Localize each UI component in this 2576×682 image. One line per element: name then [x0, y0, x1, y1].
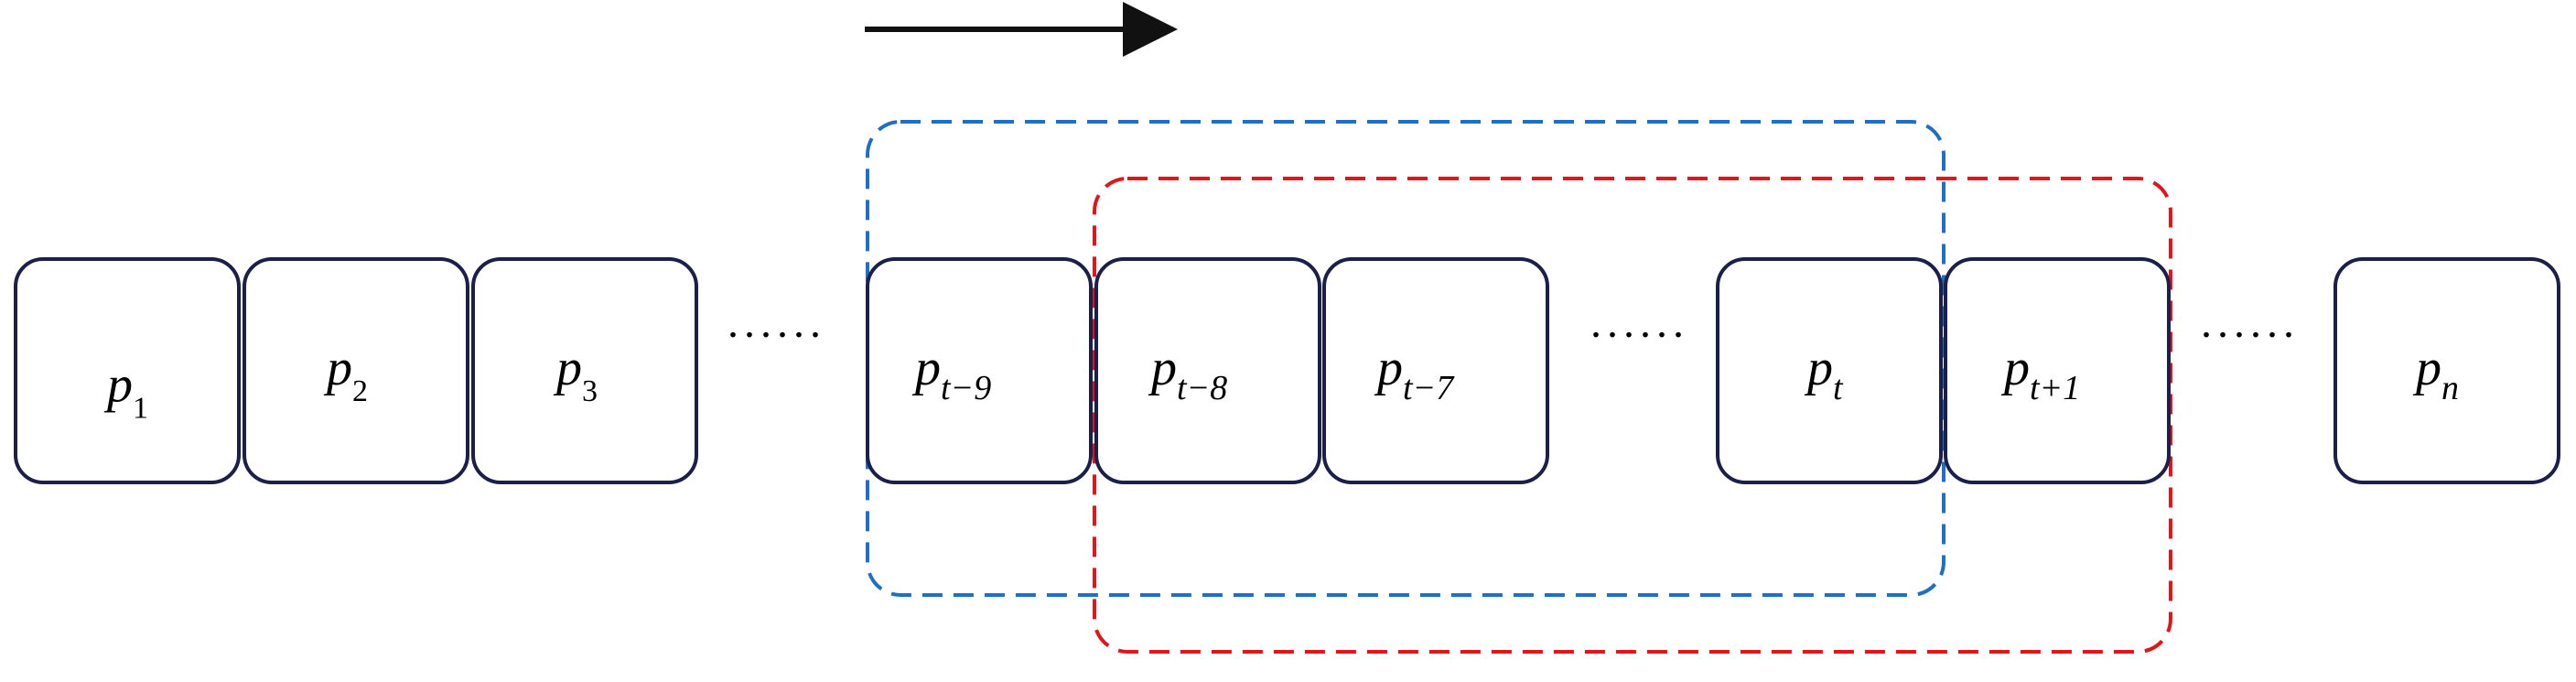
- ellipsis-2: ......: [1590, 298, 1689, 347]
- block-p-t-minus-7-sub: t−7: [1403, 369, 1455, 407]
- block-p1-base: p: [103, 356, 133, 413]
- block-p-t-plus-1-sub: t+1: [2030, 369, 2080, 407]
- svg-text:pt−8: pt−8: [1148, 340, 1227, 407]
- block-p-t-minus-9-base: p: [911, 340, 941, 396]
- block-p-t-minus-8-base: p: [1148, 340, 1177, 396]
- svg-text:p2: p2: [323, 340, 368, 408]
- block-p-n: pn: [2333, 257, 2560, 484]
- block-p-n-base: p: [2412, 340, 2441, 396]
- ellipsis-3: ......: [2201, 298, 2300, 347]
- svg-text:pt: pt: [1804, 340, 1844, 407]
- svg-text:pn: pn: [2412, 340, 2459, 407]
- block-p-t-plus-1: pt+1: [1944, 257, 2171, 484]
- block-p-n-sub: n: [2441, 369, 2459, 407]
- block-p-t-minus-9-sub: t−9: [941, 369, 991, 407]
- block-p-t-minus-8-sub: t−8: [1177, 369, 1227, 407]
- block-p-t-base: p: [1804, 340, 1833, 396]
- block-p3-sub: 3: [582, 374, 598, 408]
- block-p-t-minus-8: pt−8: [1094, 257, 1321, 484]
- svg-text:pt−7: pt−7: [1374, 340, 1455, 407]
- svg-text:pt−9: pt−9: [911, 340, 991, 407]
- block-p2-sub: 2: [352, 374, 368, 408]
- svg-text:pt+1: pt+1: [2000, 340, 2080, 407]
- block-p3-base: p: [553, 340, 582, 396]
- block-p-t-minus-9: pt−9: [866, 257, 1093, 484]
- block-p-t-minus-7: pt−7: [1322, 257, 1549, 484]
- block-p-t-plus-1-base: p: [2000, 340, 2030, 396]
- svg-text:p1: p1: [103, 356, 148, 425]
- block-p2-base: p: [323, 340, 352, 396]
- block-p-t-sub: t: [1833, 369, 1844, 407]
- block-p3: p3: [471, 257, 698, 484]
- block-p-t-minus-7-base: p: [1374, 340, 1403, 396]
- block-p1: p1: [14, 257, 241, 484]
- block-p2: p2: [243, 257, 469, 484]
- block-p-t: pt: [1716, 257, 1943, 484]
- ellipsis-1: ......: [728, 298, 826, 347]
- block-p1-sub: 1: [133, 391, 148, 425]
- svg-text:p3: p3: [553, 340, 598, 408]
